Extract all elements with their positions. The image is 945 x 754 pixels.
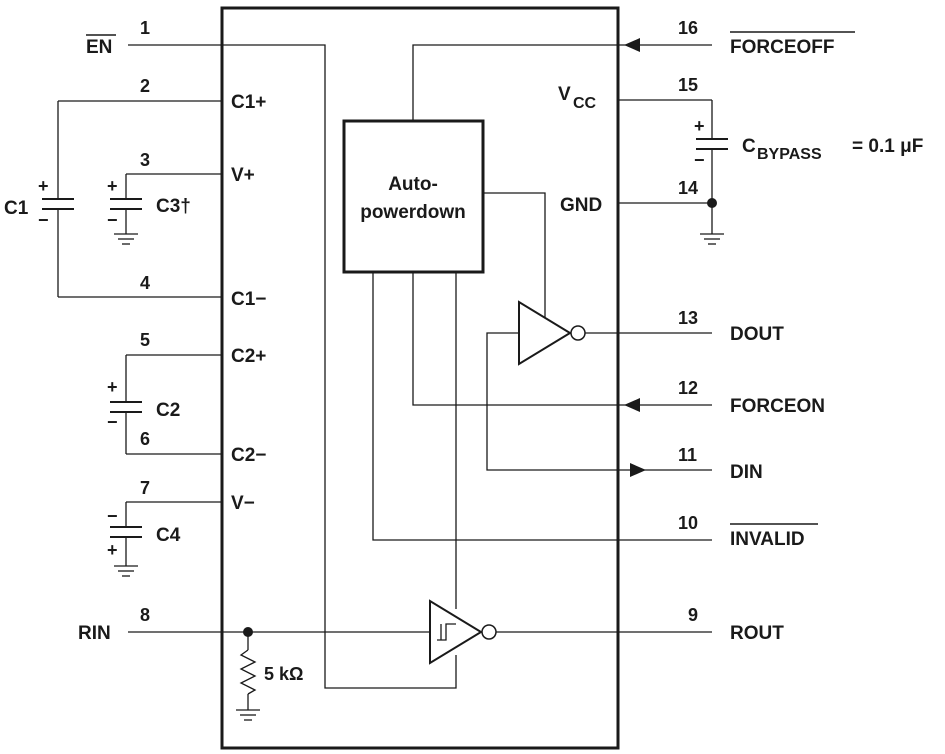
pin16-number: 16 <box>678 18 698 38</box>
din-internal-wire <box>486 332 712 471</box>
pin12-number: 12 <box>678 378 698 398</box>
c3-label: C3† <box>156 196 191 217</box>
c2-minus-sign: − <box>107 412 118 432</box>
pin11-output-arrow <box>630 463 646 477</box>
pin6-number: 6 <box>140 429 150 449</box>
pin11-label: DIN <box>730 462 763 483</box>
pin7-number: 7 <box>140 478 150 498</box>
c2-label: C2 <box>156 400 180 421</box>
forceoff-internal-wire <box>412 44 618 121</box>
c3-ground-icon <box>114 233 138 245</box>
resistor-label: 5 kΩ <box>264 664 303 684</box>
pin15-number: 15 <box>678 75 698 95</box>
resistor-ground-icon <box>236 709 260 721</box>
pin10-label: INVALID <box>730 529 805 550</box>
pin2-label: C1+ <box>231 92 266 113</box>
pin10-number: 10 <box>678 513 698 533</box>
pin8-number: 8 <box>140 605 150 625</box>
pin3-number: 3 <box>140 150 150 170</box>
pin4-label: C1− <box>231 289 266 310</box>
receiver-inversion-bubble <box>481 624 497 640</box>
pin5-label: C2+ <box>231 346 266 367</box>
pin2-number: 2 <box>140 76 150 96</box>
ic-package-outline <box>220 6 620 750</box>
c1-label: C1 <box>4 198 29 219</box>
gnd-junction-dot <box>707 198 717 208</box>
c1-plus-sign: + <box>38 176 49 196</box>
pin9-label: ROUT <box>730 623 784 644</box>
c4-minus-sign: − <box>107 506 118 526</box>
c1-minus-sign: − <box>38 210 49 230</box>
gnd-ground-icon <box>700 233 724 245</box>
pin12-input-arrow <box>624 398 640 412</box>
pin1-number: 1 <box>140 18 150 38</box>
c3-plus-sign: + <box>107 176 118 196</box>
cbypass-label: C <box>742 136 756 157</box>
pin9-number: 9 <box>688 605 698 625</box>
pin13-number: 13 <box>678 308 698 328</box>
pin11-number: 11 <box>678 445 697 465</box>
autopowerdown-block <box>342 119 485 274</box>
pin15-label-subscript: CC <box>573 95 597 112</box>
pin5-number: 5 <box>140 330 150 350</box>
c2-plus-sign: + <box>107 377 118 397</box>
resistor-5k-symbol <box>239 649 257 695</box>
pin8-label: RIN <box>78 623 111 644</box>
pin7-label: V− <box>231 493 255 514</box>
pin4-number: 4 <box>140 273 150 293</box>
receiver-buffer <box>429 599 483 665</box>
autopowerdown-label-line2: powerdown <box>360 202 466 223</box>
cbypass-label-subscript: BYPASS <box>757 146 822 163</box>
c3-minus-sign: − <box>107 210 118 230</box>
pin16-input-arrow <box>624 38 640 52</box>
c4-plus-sign: + <box>107 540 118 560</box>
schmitt-trigger-icon <box>437 623 456 641</box>
pin14-number: 14 <box>678 178 698 198</box>
pin13-label: DOUT <box>730 324 784 345</box>
c4-label: C4 <box>156 525 181 546</box>
pin15-label: V <box>558 84 571 105</box>
cbypass-minus-sign: − <box>694 150 705 170</box>
cbypass-plus-sign: + <box>694 116 705 136</box>
din-sense-wire <box>483 192 546 318</box>
pin1-label: EN <box>86 37 112 58</box>
cbypass-value: = 0.1 μF <box>852 136 923 157</box>
invalid-internal-wire <box>372 272 712 541</box>
pin12-label: FORCEON <box>730 396 825 417</box>
driver-inversion-bubble <box>570 325 586 341</box>
en-internal-wire <box>222 44 457 689</box>
pin6-label: C2− <box>231 445 266 466</box>
pin14-label: GND <box>560 195 602 216</box>
pin16-label: FORCEOFF <box>730 37 835 58</box>
pin3-label: V+ <box>231 165 255 186</box>
autopowerdown-label-line1: Auto- <box>388 174 438 195</box>
forceon-internal-wire <box>412 272 712 406</box>
c4-ground-icon <box>114 565 138 577</box>
